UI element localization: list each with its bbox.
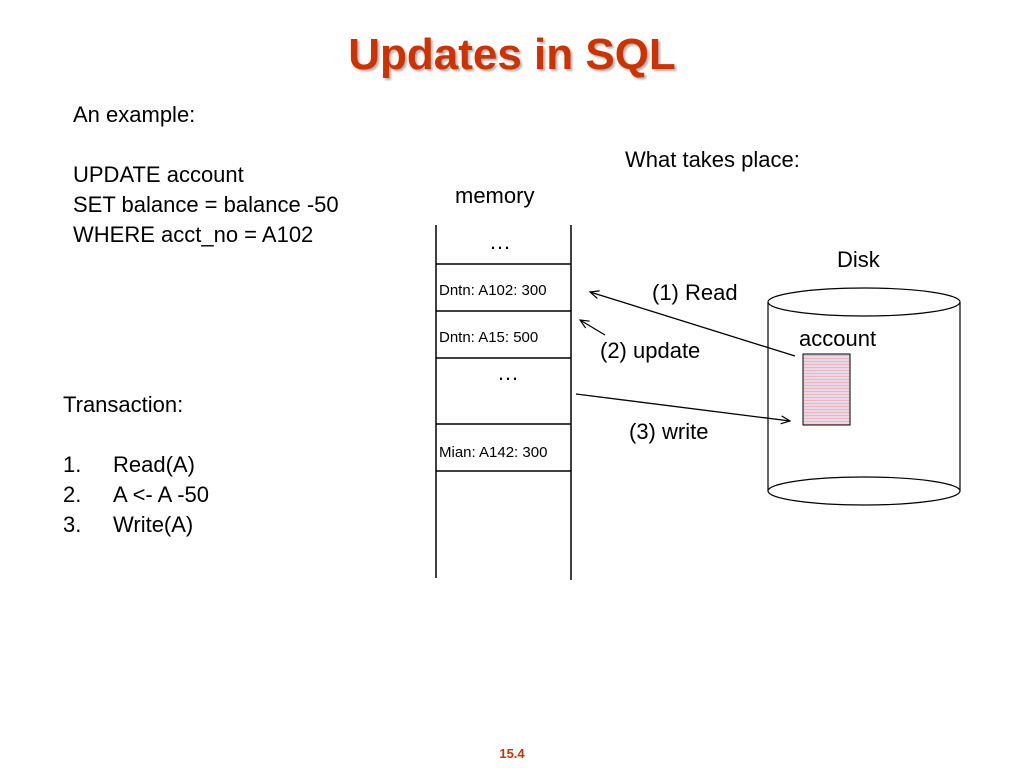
- sql-line: WHERE acct_no = A102: [73, 222, 314, 247]
- transaction-step: 3. Write(A): [63, 510, 209, 540]
- disk-account-block: [802, 353, 851, 426]
- update-arrow-label: (2) update: [600, 338, 701, 363]
- memory-cell-ellipsis: …: [497, 360, 519, 385]
- transaction-step: 2. A <- A -50: [63, 480, 209, 510]
- read-arrow-label: (1) Read: [652, 280, 738, 305]
- step-text: A <- A -50: [113, 482, 210, 507]
- read-arrow: [590, 292, 796, 357]
- page-title: Updates in SQL: [348, 30, 676, 79]
- write-arrow: [575, 393, 790, 421]
- transaction-block: Transaction: 1. Read(A) 2. A <- A -50 3. Wr…: [63, 390, 209, 540]
- memory-cell: Dntn: A102: 300: [439, 282, 547, 299]
- step-text: Write(A): [113, 512, 194, 537]
- disk-bottom: [767, 476, 961, 506]
- diagram-caption: What takes place:: [625, 147, 800, 172]
- page-number: 15.4: [499, 746, 525, 761]
- memory-cell: Dntn: A15: 500: [439, 329, 539, 346]
- example-heading: An example:: [73, 102, 196, 127]
- write-arrow-label: (3) write: [629, 419, 709, 444]
- step-number: 3.: [63, 512, 82, 537]
- step-number: 1.: [63, 452, 82, 477]
- sql-line: SET balance = balance -50: [73, 192, 339, 217]
- update-arrow: [580, 320, 606, 336]
- memory-cell: Mian: A142: 300: [439, 444, 548, 461]
- sql-line: UPDATE account: [73, 162, 244, 187]
- disk-top: [767, 287, 961, 317]
- example-block: An example: UPDATE account SET balance =…: [73, 100, 339, 250]
- step-text: Read(A): [113, 452, 195, 477]
- step-number: 2.: [63, 482, 82, 507]
- transaction-step: 1. Read(A): [63, 450, 209, 480]
- transaction-heading: Transaction:: [63, 392, 184, 417]
- disk-label: Disk: [837, 247, 880, 272]
- memory-label: memory: [455, 183, 535, 208]
- memory-cell-ellipsis: …: [489, 229, 511, 254]
- disk-table-label: account: [799, 326, 877, 351]
